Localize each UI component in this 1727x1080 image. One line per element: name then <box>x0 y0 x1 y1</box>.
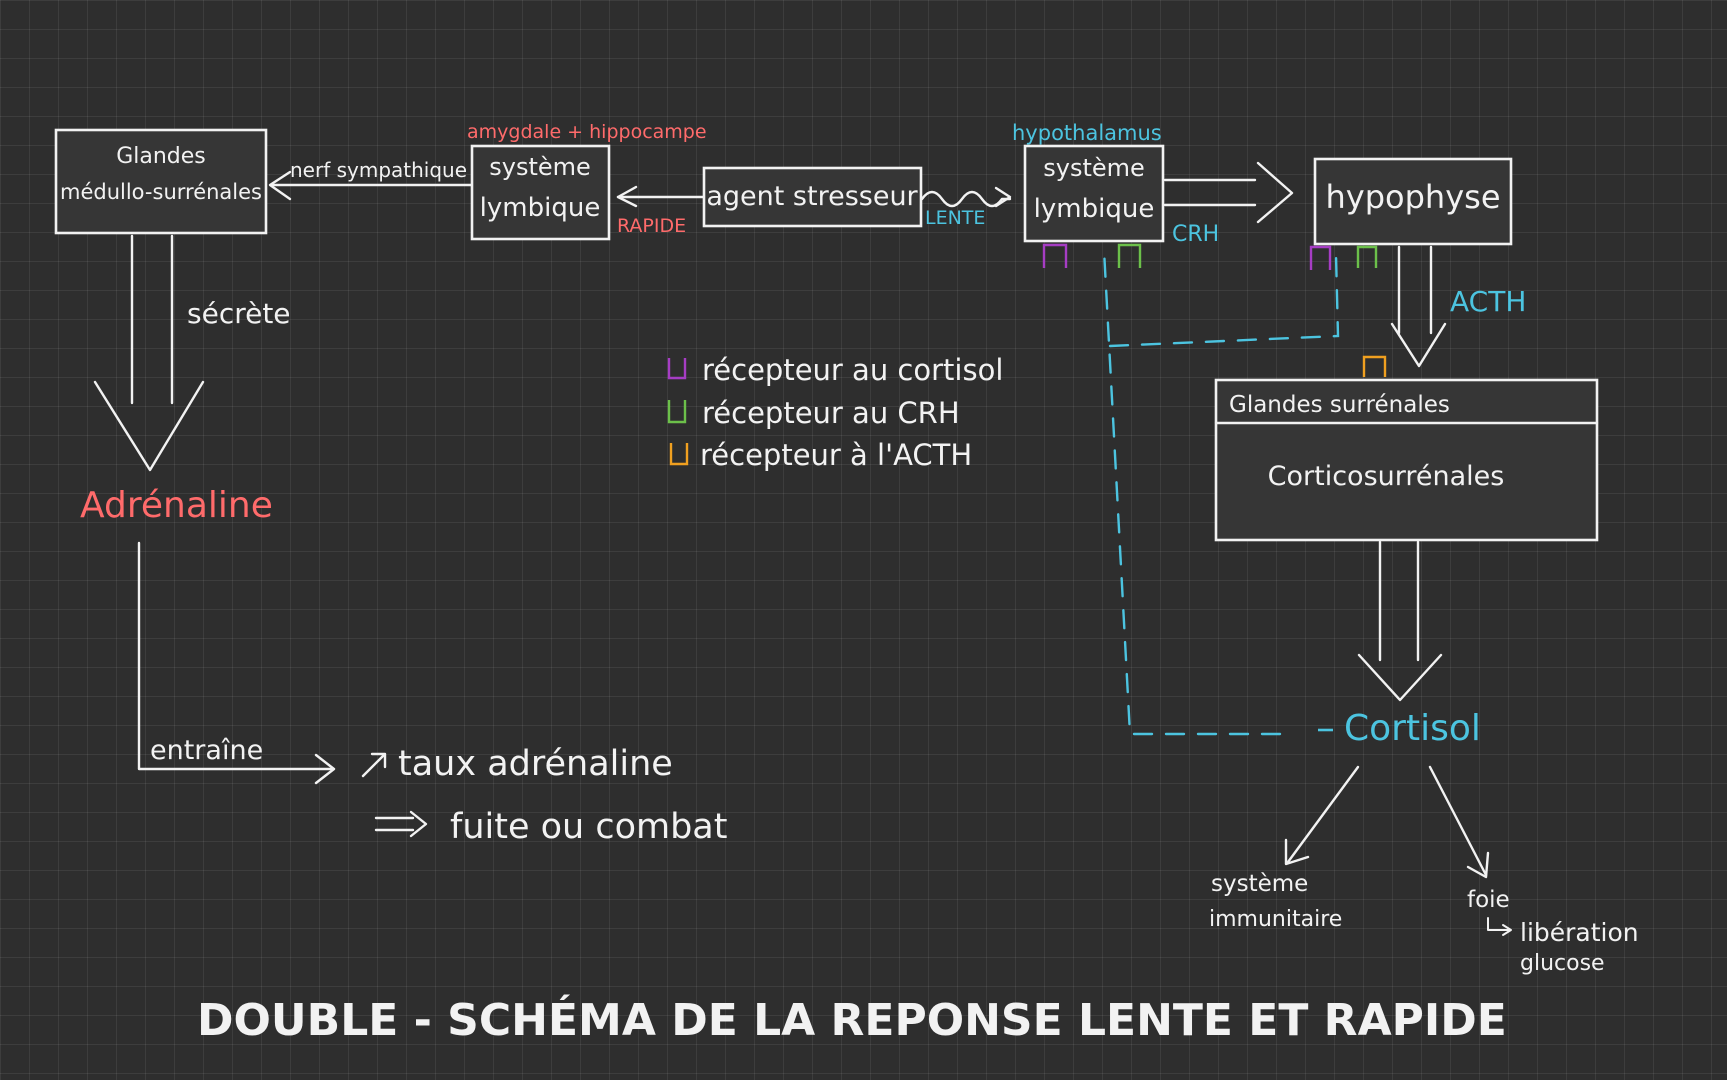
nerf-label: nerf sympathique <box>290 158 467 182</box>
limbic-left-frame <box>470 144 611 241</box>
feedback-loop <box>1102 248 1340 736</box>
immune-line1: système <box>1211 871 1308 897</box>
crh-receptor-hypophyse <box>1356 245 1378 268</box>
rapide-arrow: RAPIDE <box>616 185 705 237</box>
limbic-right-line1: système <box>1043 154 1145 182</box>
foie-line2: libération <box>1520 918 1639 947</box>
cortisol-receptor-hypothalamus <box>1042 243 1068 268</box>
agent-label: agent stresseur <box>706 181 918 212</box>
page-title: DOUBLE - SCHÉMA DE LA REPONSE LENTE ET R… <box>197 993 1507 1046</box>
corticosurrenales-label: Corticosurrénales <box>1268 461 1505 492</box>
rapide-label: RAPIDE <box>617 215 686 237</box>
limbic-left-line1: système <box>489 153 591 181</box>
outcome: taux adrénaline fuite ou combat <box>361 744 727 847</box>
medullo-box-frame <box>54 128 268 235</box>
acth-receptor <box>1362 355 1387 377</box>
medullo-surrenales-box: Glandes médullo-surrénales <box>54 128 268 235</box>
surrenales-box: Glandes surrénales Corticosurrénales <box>1214 378 1599 542</box>
legend: récepteur au cortisol récepteur au CRH r… <box>667 353 1003 472</box>
entraine-label: entraîne <box>150 735 263 766</box>
entraine-arrow: entraîne <box>137 541 336 785</box>
acth-label: ACTH <box>1450 285 1526 318</box>
limbic-right-line2: lymbique <box>1034 194 1155 224</box>
surrenales-frame <box>1214 378 1599 542</box>
limbic-left-box: amygdale + hippocampe système lymbique <box>467 121 707 241</box>
amygdale-label: amygdale + hippocampe <box>467 121 707 143</box>
limbic-right-frame <box>1023 144 1165 243</box>
adrenaline-label: Adrénaline <box>80 485 273 526</box>
hypophyse-frame <box>1313 157 1513 246</box>
limbic-right-box: hypothalamus système lymbique <box>1012 121 1165 268</box>
immune-line2: immunitaire <box>1209 907 1342 932</box>
fuite-label: fuite ou combat <box>450 807 727 847</box>
secrete-arrow: sécrète <box>93 234 291 472</box>
agent-frame <box>702 166 923 228</box>
legend-item-1: récepteur au CRH <box>702 396 960 430</box>
lente-label: LENTE <box>925 207 985 229</box>
immune-target: système immunitaire <box>1209 765 1360 932</box>
foie-line3: glucose <box>1520 951 1605 976</box>
legend-item-0: récepteur au cortisol <box>702 353 1003 387</box>
surrenales-title: Glandes surrénales <box>1229 392 1450 418</box>
cortisol-receptor-hypophyse <box>1309 245 1332 270</box>
legend-item-2: récepteur à l'ACTH <box>700 438 972 472</box>
legend-orange-marker <box>669 443 689 466</box>
cortisol-label: Cortisol <box>1344 708 1481 749</box>
foie-line1: foie <box>1467 887 1510 913</box>
hypophyse-box: hypophyse <box>1309 157 1513 270</box>
lente-arrow: LENTE <box>920 186 1012 229</box>
crh-label: CRH <box>1172 222 1219 247</box>
medullo-line2: médullo-surrénales <box>60 180 262 204</box>
taux-label: taux adrénaline <box>398 744 673 784</box>
cortisol-arrow <box>1357 540 1443 702</box>
secrete-label: sécrète <box>187 297 291 330</box>
agent-stresseur-box: agent stresseur <box>702 166 923 228</box>
crh-receptor-hypothalamus <box>1117 243 1142 268</box>
hypophyse-label: hypophyse <box>1326 178 1501 216</box>
legend-green-marker <box>667 400 687 424</box>
acth-arrow: ACTH <box>1362 245 1526 377</box>
medullo-line1: Glandes <box>116 144 206 169</box>
nerf-arrow: nerf sympathique <box>268 158 473 201</box>
increase-arrow-icon <box>361 753 386 778</box>
legend-purple-marker <box>667 358 687 380</box>
limbic-left-line2: lymbique <box>480 193 601 223</box>
hypothalamus-label: hypothalamus <box>1012 121 1162 145</box>
foie-target: foie libération glucose <box>1428 765 1639 976</box>
crh-arrow: CRH <box>1163 161 1294 247</box>
